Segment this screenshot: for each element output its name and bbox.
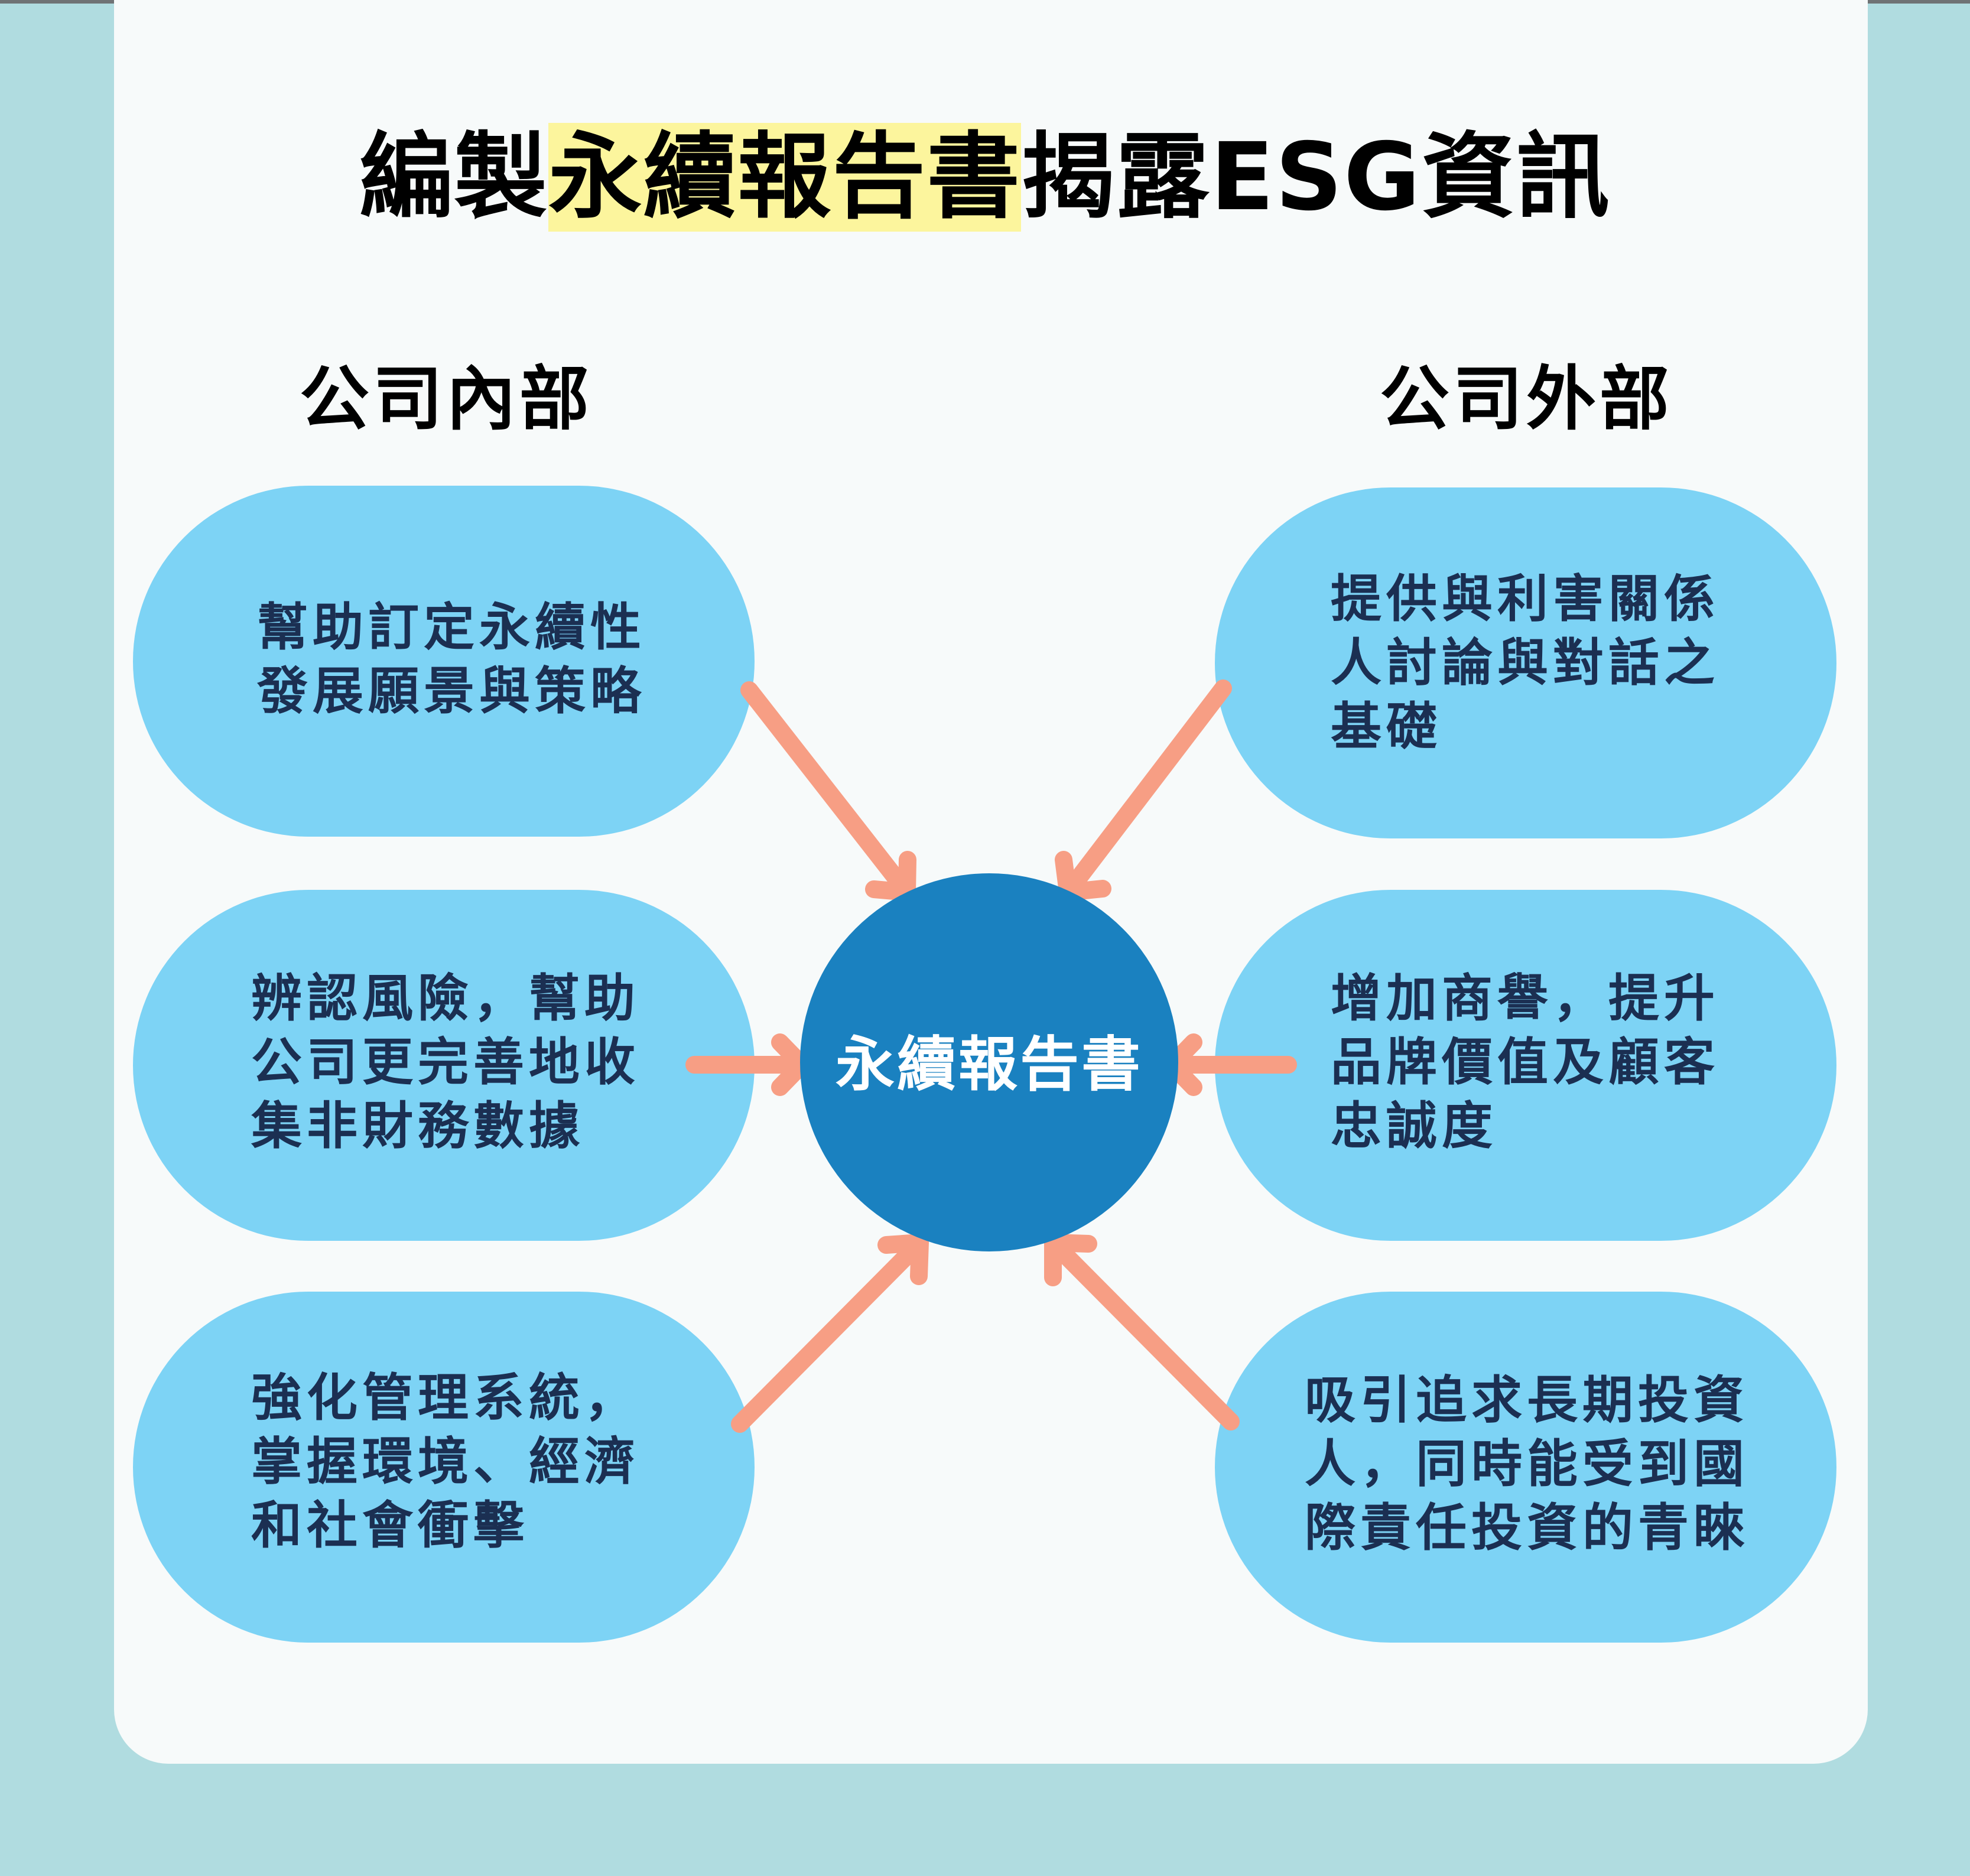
internal-item-1-text: 幫助訂定永續性 發展願景與策略 — [257, 598, 646, 721]
internal-heading: 公司內部 — [299, 358, 593, 440]
external-item-2-bubble — [1215, 890, 1836, 1241]
internal-item-1-bubble — [133, 486, 755, 837]
internal-item-3-bubble — [133, 1292, 755, 1643]
page-title: 編製永續報告書揭露ESG資訊 — [0, 121, 1970, 233]
title-highlight: 永續報告書 — [548, 123, 1022, 232]
external-item-2-text: 增加商譽，提升 品牌價值及顧客 忠誠度 — [1331, 969, 1719, 1156]
external-item-1-text: 提供與利害關係 人討論與對話之 基礎 — [1331, 570, 1719, 756]
external-heading: 公司外部 — [1379, 358, 1673, 440]
arrow-internal-1 — [740, 681, 916, 901]
arrow-external-3 — [1044, 1234, 1240, 1430]
internal-item-2-text: 辨認風險，幫助 公司更完善地收 集非財務數據 — [251, 969, 640, 1156]
external-item-3-text: 吸引追求長期投資 人，同時能受到國 際責任投資的青睞 — [1305, 1371, 1749, 1558]
arrow-external-1 — [1055, 679, 1232, 901]
arrow-internal-3 — [731, 1234, 929, 1433]
center-report-node — [800, 873, 1178, 1251]
external-item-3-bubble — [1215, 1292, 1836, 1643]
arrow-internal-2 — [685, 1033, 811, 1096]
center-report-label: 永續報告書 — [836, 1030, 1143, 1099]
internal-item-3-text: 強化管理系統， 掌握環境、經濟 和社會衝擊 — [251, 1368, 640, 1555]
title-suffix: 揭露ESG資訊 — [1021, 123, 1611, 232]
arrow-external-2 — [1163, 1033, 1297, 1096]
internal-item-2-bubble — [133, 890, 755, 1241]
external-item-1-bubble — [1215, 487, 1836, 838]
title-prefix: 編製 — [359, 123, 549, 232]
